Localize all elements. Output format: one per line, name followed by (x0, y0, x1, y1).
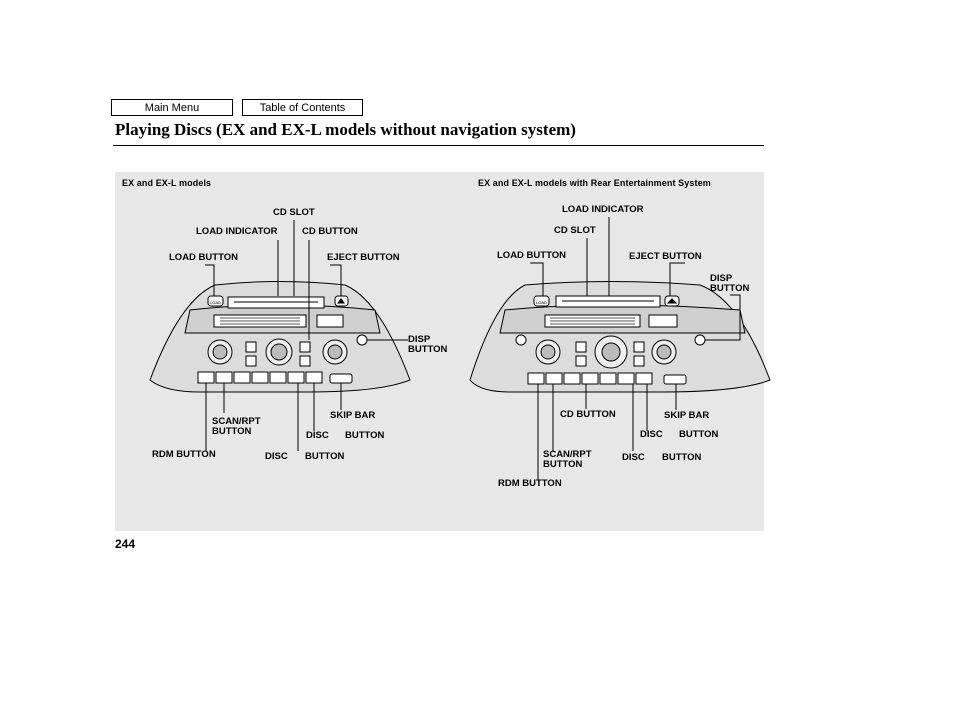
left-cd-button-label: CD BUTTON (302, 226, 358, 237)
left-load-button-label: LOAD BUTTON (169, 252, 238, 263)
left-disp-button-label: DISP BUTTON (408, 334, 448, 355)
right-figure-caption: EX and EX-L models with Rear Entertainme… (478, 178, 711, 188)
left-figure-caption: EX and EX-L models (122, 178, 212, 188)
left-eject-button-label: EJECT BUTTON (327, 252, 400, 263)
page-number: 244 (115, 537, 136, 551)
left-skip-bar-label: SKIP BAR (330, 410, 376, 421)
right-load-button-label: LOAD BUTTON (497, 250, 566, 261)
right-eject-button-label: EJECT BUTTON (629, 251, 702, 262)
left-scan-rpt-button-label: SCAN/RPT BUTTON (212, 416, 261, 437)
right-skip-bar-label: SKIP BAR (664, 410, 710, 421)
right-button-label-2: BUTTON (662, 452, 702, 463)
right-load-indicator-label: LOAD INDICATOR (562, 204, 644, 215)
left-rdm-button-label: RDM BUTTON (152, 449, 216, 460)
right-disc-label-2: DISC (622, 452, 645, 463)
right-audio-unit: LOAD (469, 281, 771, 393)
left-disc-label-1: DISC (306, 430, 329, 441)
page-title: Playing Discs (EX and EX-L models withou… (115, 120, 576, 139)
left-cd-slot-label: CD SLOT (273, 207, 315, 218)
table-of-contents-button[interactable]: Table of Contents (242, 99, 363, 116)
right-rdm-button-label: RDM BUTTON (498, 478, 562, 489)
left-load-indicator-label: LOAD INDICATOR (196, 226, 278, 237)
right-disp-button-label: DISP BUTTON (710, 273, 750, 294)
right-disc-label-1: DISC (640, 429, 663, 440)
title-divider (113, 145, 764, 146)
right-scan-rpt-button-label: SCAN/RPT BUTTON (543, 449, 592, 470)
right-load-marking: LOAD (536, 300, 547, 305)
left-button-label-2: BUTTON (305, 451, 345, 462)
right-button-label-1: BUTTON (679, 429, 719, 440)
left-leader-lines (205, 220, 408, 451)
right-cd-button-label: CD BUTTON (560, 409, 616, 420)
left-audio-unit: LOAD (149, 281, 411, 393)
left-disc-label-2: DISC (265, 451, 288, 462)
left-button-label-1: BUTTON (345, 430, 385, 441)
right-leader-lines (530, 217, 741, 480)
main-menu-button[interactable]: Main Menu (111, 99, 233, 116)
right-cd-slot-label: CD SLOT (554, 225, 596, 236)
left-load-marking: LOAD (210, 300, 221, 305)
